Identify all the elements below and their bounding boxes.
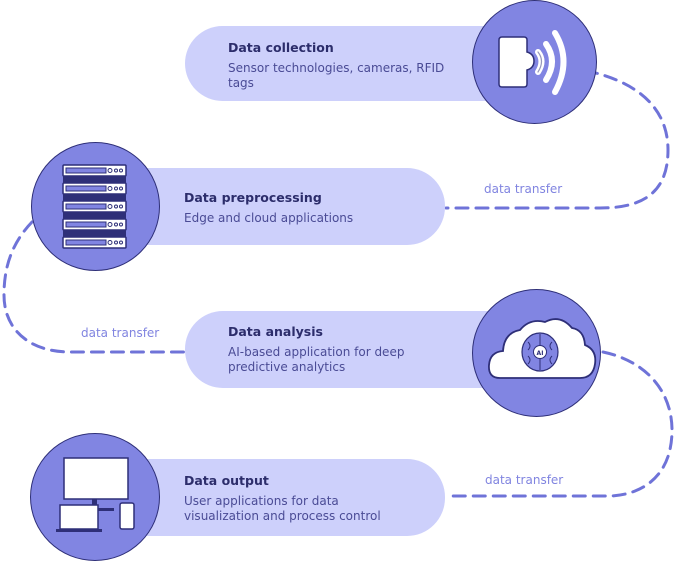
desc-line: AI-based application for deep — [228, 345, 405, 359]
step-description: Sensor technologies, cameras, RFID tags — [228, 61, 478, 91]
transfer-label: data transfer — [81, 326, 160, 340]
step-data-collection: Data collection Sensor technologies, cam… — [185, 26, 505, 101]
step-description: User applications for data visualization… — [184, 494, 434, 524]
desc-line: Sensor technologies, cameras, RFID — [228, 61, 445, 75]
step-description: Edge and cloud applications — [184, 211, 434, 226]
step-data-preprocessing: Data preprocessing Edge and cloud applic… — [120, 168, 445, 245]
step-data-output: Data output User applications for data v… — [120, 459, 445, 536]
desc-line: visualization and process control — [184, 509, 381, 523]
step-title: Data preprocessing — [184, 190, 322, 205]
connector-3 — [444, 350, 674, 498]
step-title: Data collection — [228, 40, 334, 55]
transfer-label: data transfer — [485, 473, 564, 487]
step-description: AI-based application for deep predictive… — [228, 345, 478, 375]
desc-line: User applications for data — [184, 494, 339, 508]
ai-cloud-glyph — [488, 318, 597, 379]
ai-badge-text: AI — [537, 350, 544, 357]
desc-line: Edge and cloud applications — [184, 211, 354, 225]
step-title: Data analysis — [228, 324, 323, 339]
transfer-label: data transfer — [484, 182, 563, 196]
step-title: Data output — [184, 473, 269, 488]
desc-line: predictive analytics — [228, 360, 346, 374]
connector-2 — [2, 220, 188, 354]
connector-1 — [444, 63, 670, 210]
step-data-analysis: Data analysis AI-based application for d… — [185, 311, 500, 388]
devices-glyph — [56, 457, 135, 532]
desc-line: tags — [228, 76, 254, 90]
server-rack-glyph — [62, 164, 127, 249]
rfid-glyph — [498, 30, 567, 95]
